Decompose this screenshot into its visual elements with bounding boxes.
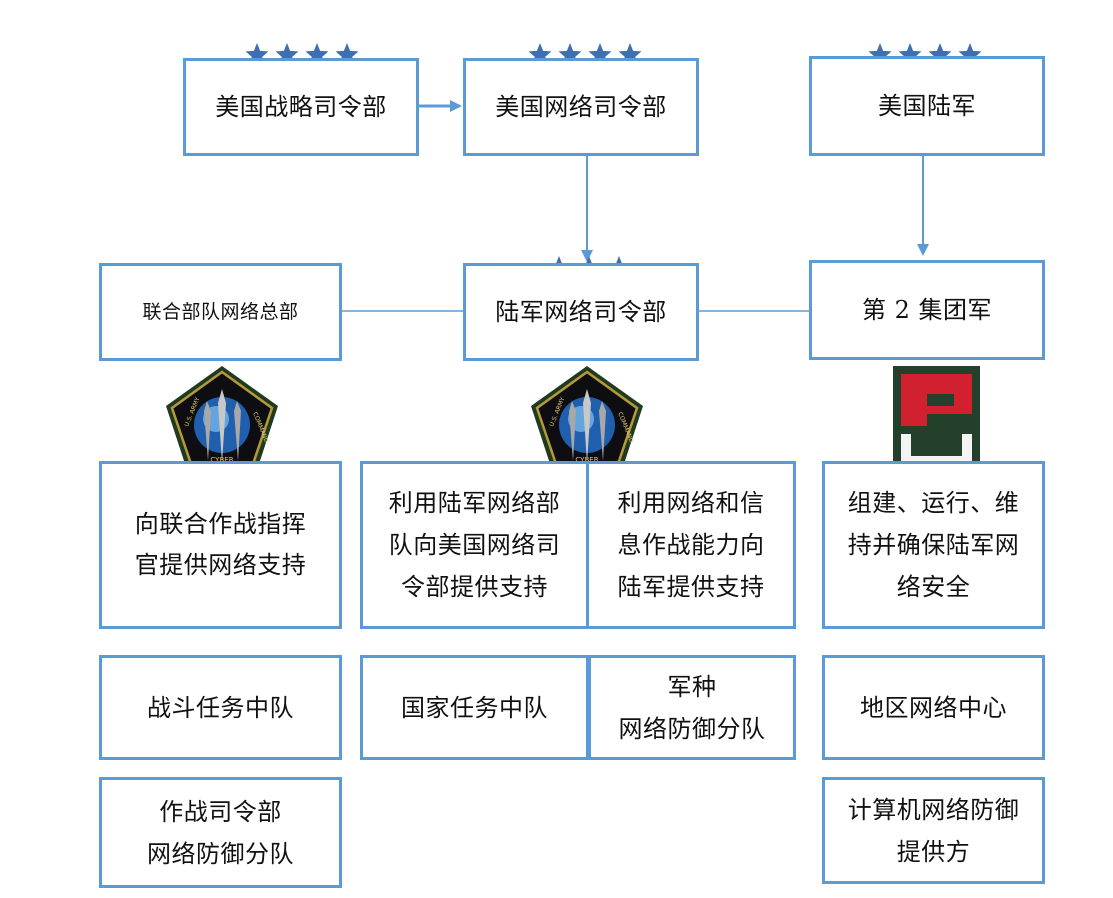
box-army-cyber-command: 陆军网络司令部 (463, 263, 699, 361)
numeral-2-patch-icon (893, 366, 980, 472)
box-role-arcyber-to-cybercom: 利用陆军网络部 队向美国网络司 令部提供支持 (360, 461, 589, 629)
box-role-second-army: 组建、运行、维 持并确保陆军网 络安全 (822, 461, 1045, 629)
box-regional-cyber-center: 地区网络中心 (822, 655, 1045, 760)
box-label: 陆军网络司令部 (495, 298, 667, 326)
box-label: 美国战略司令部 (215, 93, 387, 121)
box-combat-mission-team: 战斗任务中队 (99, 655, 342, 760)
emblem-text-cyber: CYBER (210, 456, 233, 464)
box-cndsp: 计算机网络防御 提供方 (822, 777, 1045, 884)
role-line: 官提供网络支持 (134, 551, 307, 579)
box-us-cyber-command: 美国网络司令部 (463, 58, 699, 156)
box-label: 地区网络中心 (860, 693, 1007, 722)
box-label: 国家任务中队 (401, 693, 548, 722)
box-combatant-command-cyber-protection-team: 作战司令部 网络防御分队 (99, 777, 342, 888)
shield-emblem-icon: CYBER U.S. ARMY COMMAND (166, 366, 278, 470)
box-us-strategic-command: 美国战略司令部 (183, 58, 419, 156)
emblem-text-cyber: CYBER (575, 456, 598, 464)
box-service-cyber-protection-team: 军种 网络防御分队 (588, 655, 796, 760)
box-label-line: 计算机网络防御 (847, 795, 1020, 824)
role-line: 组建、运行、维 (847, 489, 1020, 517)
role-line: 令部提供支持 (401, 573, 548, 601)
box-label-line: 军种 (667, 672, 717, 701)
box-joint-force-hq-cyber: 联合部队网络总部 (99, 263, 342, 361)
role-line: 队向美国网络司 (388, 531, 561, 559)
shield-emblem-icon: CYBER U.S. ARMY COMMAND (531, 366, 643, 470)
box-label-line: 作战司令部 (159, 797, 282, 826)
box-second-army: 第 2 集团军 (809, 260, 1045, 360)
role-line: 息作战能力向 (617, 531, 765, 559)
role-line: 向联合作战指挥 (134, 510, 307, 538)
box-label-line: 提供方 (896, 837, 971, 866)
box-label: 美国网络司令部 (495, 93, 667, 121)
role-line: 利用网络和信 (617, 489, 765, 517)
box-us-army: 美国陆军 (809, 56, 1045, 156)
box-role-jfhq: 向联合作战指挥 官提供网络支持 (99, 461, 342, 629)
box-label: 战斗任务中队 (147, 693, 294, 722)
box-role-arcyber-to-army: 利用网络和信 息作战能力向 陆军提供支持 (586, 461, 796, 629)
box-label-line: 网络防御分队 (147, 839, 294, 868)
role-line: 陆军提供支持 (617, 573, 765, 601)
box-label-line: 网络防御分队 (618, 714, 766, 743)
box-label: 美国陆军 (878, 92, 976, 120)
role-line: 持并确保陆军网 (847, 531, 1020, 559)
box-national-mission-team: 国家任务中队 (360, 655, 589, 760)
role-line: 利用陆军网络部 (388, 489, 561, 517)
box-label: 第 2 集团军 (861, 296, 993, 324)
role-line: 络安全 (896, 573, 971, 601)
box-label: 联合部队网络总部 (142, 301, 299, 323)
